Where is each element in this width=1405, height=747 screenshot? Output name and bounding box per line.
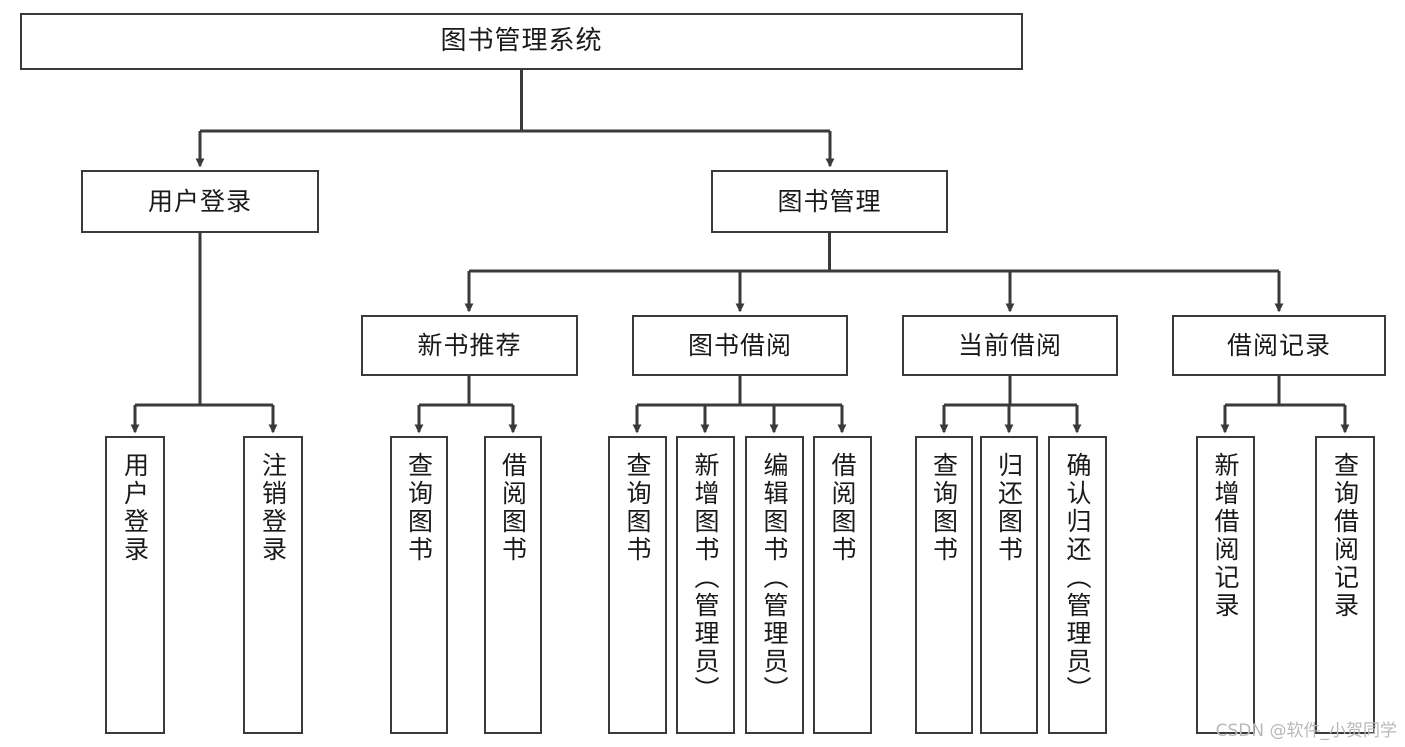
node-book-borrow-label: 图书借阅 [687, 330, 792, 360]
node-leaf-confirm-return[interactable]: 确认归还（管理员） [1048, 436, 1107, 734]
node-leaf-add-book-label: 新增图书（管理员） [691, 452, 720, 704]
node-leaf-logout-label: 注销登录 [258, 452, 288, 564]
node-current-borrow[interactable]: 当前借阅 [902, 315, 1118, 376]
node-leaf-borrow-book-rec[interactable]: 借阅图书 [484, 436, 542, 734]
edges-borrowrecord-to-leaves [1220, 376, 1350, 434]
node-leaf-borrow-book-label: 借阅图书 [828, 452, 857, 564]
node-leaf-query-book-cur[interactable]: 查询图书 [915, 436, 973, 734]
node-leaf-query-record-label: 查询借阅记录 [1330, 452, 1360, 620]
edges-currentborrow-to-leaves [939, 376, 1082, 434]
node-book-manage[interactable]: 图书管理 [711, 170, 948, 233]
edges-root-to-level2 [195, 70, 835, 168]
node-leaf-add-record[interactable]: 新增借阅记录 [1196, 436, 1255, 734]
node-leaf-add-record-label: 新增借阅记录 [1211, 452, 1240, 620]
edges-userlogin-to-leaves [130, 233, 278, 434]
node-book-manage-label: 图书管理 [777, 186, 882, 216]
node-leaf-query-book-cur-label: 查询图书 [929, 452, 959, 564]
node-leaf-edit-book-label: 编辑图书（管理员） [760, 452, 789, 704]
node-root-label: 图书管理系统 [440, 26, 603, 57]
node-leaf-user-login[interactable]: 用户登录 [105, 436, 165, 734]
node-leaf-query-record[interactable]: 查询借阅记录 [1315, 436, 1375, 734]
node-leaf-query-book-label: 查询图书 [623, 452, 652, 564]
node-root[interactable]: 图书管理系统 [20, 13, 1023, 70]
node-user-login[interactable]: 用户登录 [81, 170, 319, 233]
node-leaf-add-book[interactable]: 新增图书（管理员） [676, 436, 735, 734]
edges-bookmanage-to-level3 [464, 233, 1284, 313]
node-leaf-query-book-rec[interactable]: 查询图书 [390, 436, 448, 734]
node-new-book-rec-label: 新书推荐 [417, 330, 522, 360]
node-borrow-record[interactable]: 借阅记录 [1172, 315, 1386, 376]
node-leaf-confirm-return-label: 确认归还（管理员） [1063, 452, 1092, 704]
node-leaf-return-book-label: 归还图书 [994, 452, 1024, 564]
node-user-login-label: 用户登录 [147, 186, 252, 216]
node-leaf-borrow-book-rec-label: 借阅图书 [498, 452, 528, 564]
node-leaf-query-book[interactable]: 查询图书 [608, 436, 667, 734]
watermark: CSDN @软件_小贺同学 [1215, 721, 1397, 741]
edges-bookborrow-to-leaves [632, 376, 847, 434]
node-borrow-record-label: 借阅记录 [1226, 330, 1331, 360]
node-leaf-borrow-book[interactable]: 借阅图书 [813, 436, 872, 734]
node-leaf-logout[interactable]: 注销登录 [243, 436, 303, 734]
node-book-borrow[interactable]: 图书借阅 [632, 315, 848, 376]
node-new-book-rec[interactable]: 新书推荐 [361, 315, 578, 376]
node-leaf-query-book-rec-label: 查询图书 [404, 452, 434, 564]
edges-newbookrec-to-leaves [414, 376, 518, 434]
node-leaf-return-book[interactable]: 归还图书 [980, 436, 1038, 734]
node-current-borrow-label: 当前借阅 [957, 330, 1062, 360]
node-leaf-user-login-label: 用户登录 [120, 452, 150, 564]
node-leaf-edit-book[interactable]: 编辑图书（管理员） [745, 436, 804, 734]
